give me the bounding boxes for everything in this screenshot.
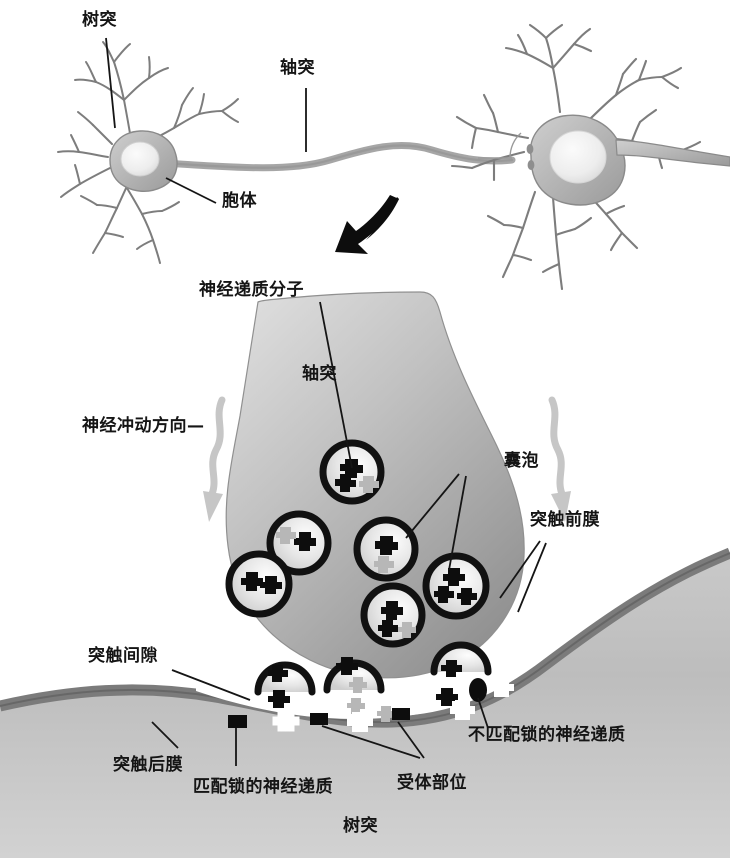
- receptor-site: [272, 710, 300, 732]
- unmatched-neurotransmitter-molecule: [469, 678, 487, 702]
- fusing-vesicle-group: [254, 641, 492, 696]
- vesicle-group: [225, 439, 490, 648]
- neurotransmitter-molecule: [436, 688, 458, 706]
- right-neuron-axon-hillock: [615, 139, 730, 167]
- receptor-site: [228, 715, 247, 728]
- label-axon-top: 轴突: [280, 58, 315, 78]
- leader-line-synaptic-cleft: [171, 669, 251, 701]
- label-axon-mid: 轴突: [302, 364, 337, 384]
- leader-line-postsynaptic: [151, 721, 179, 749]
- neurotransmitter-molecule: [268, 690, 290, 708]
- fusing-vesicle: [323, 657, 385, 694]
- right-neuron-organelle: [526, 144, 534, 154]
- label-postsynaptic-membrane: 突触后膜: [113, 755, 183, 775]
- leader-line-cell-body: [165, 177, 217, 204]
- leader-line-presynaptic-a: [499, 540, 541, 599]
- right-neuron: [450, 23, 730, 291]
- receptor-site: [450, 700, 475, 720]
- label-presynaptic-membrane: 突触前膜: [530, 510, 600, 530]
- label-vesicle: 囊泡: [504, 451, 539, 471]
- left-neuron: [57, 41, 239, 264]
- vesicle: [225, 550, 293, 618]
- vesicle: [353, 516, 419, 582]
- right-neuron-organelle: [527, 160, 535, 170]
- leader-line-receptor-b: [397, 721, 425, 759]
- vesicle: [266, 510, 332, 576]
- receptor-site-group: [228, 678, 514, 732]
- free-neurotransmitter-group: [268, 678, 487, 722]
- label-synaptic-cleft: 突触间隙: [88, 646, 158, 666]
- leader-line-vesicle-b: [448, 475, 467, 571]
- receptor-site: [489, 678, 514, 697]
- label-dendrite-top: 树突: [82, 10, 117, 30]
- fusing-vesicle: [430, 641, 492, 677]
- leader-line-presynaptic-b: [517, 542, 547, 613]
- overview-panel: [57, 23, 730, 291]
- vesicle: [422, 552, 490, 620]
- right-neuron-dendrites: [450, 23, 702, 291]
- leader-line-unmatched: [477, 697, 489, 729]
- vesicle: [319, 439, 385, 505]
- label-unmatched-lock-neurotransmitter: 不匹配锁的神经递质: [468, 725, 626, 745]
- neurotransmitter-molecule: [377, 706, 395, 722]
- leader-line-dendrite-top: [105, 37, 116, 129]
- label-neurotransmitter-molecule: 神经递质分子: [199, 280, 304, 300]
- impulse-arrow-head: [203, 491, 571, 522]
- receptor-site: [392, 708, 410, 720]
- receptor-site: [310, 713, 328, 725]
- leader-line-vesicle-a: [405, 473, 460, 539]
- label-receptor-site: 受体部位: [397, 773, 467, 793]
- left-neuron-nucleus: [120, 141, 160, 177]
- impulse-wavy-arrow: [208, 396, 566, 498]
- label-dendrite-bottom: 树突: [343, 816, 378, 836]
- dendrite-body: [0, 553, 730, 858]
- leader-line-neurotransmitter: [319, 301, 353, 469]
- label-nerve-impulse-direction: 神经冲动方向—: [82, 416, 205, 436]
- synapse-closeup-panel: [0, 291, 730, 858]
- vesicle: [360, 582, 426, 648]
- label-cell-body: 胞体: [222, 191, 257, 211]
- label-matched-lock-neurotransmitter: 匹配锁的神经递质: [193, 777, 333, 797]
- right-neuron-nucleus: [549, 130, 607, 184]
- magnify-arrow-icon: [335, 195, 399, 254]
- fusing-vesicle: [254, 661, 316, 696]
- receptor-site: [347, 712, 373, 732]
- leader-line-receptor-a: [321, 725, 421, 759]
- neurotransmitter-molecule: [347, 698, 365, 714]
